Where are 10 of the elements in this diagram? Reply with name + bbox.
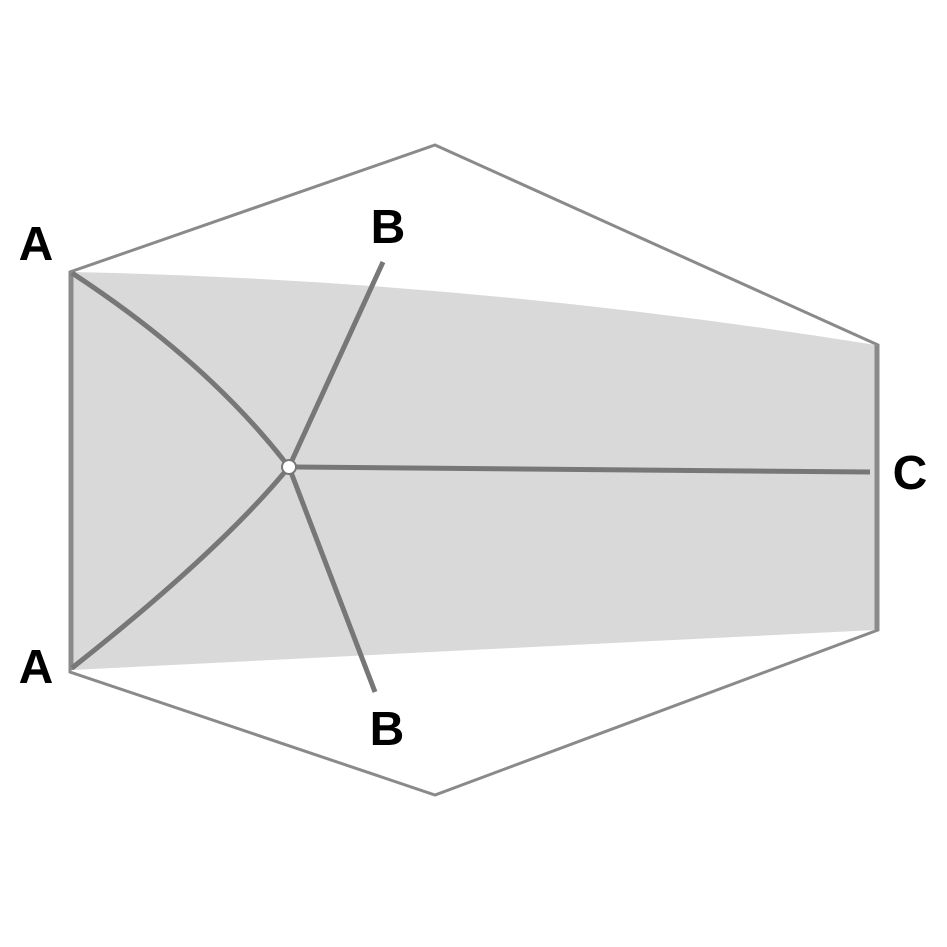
pole-line xyxy=(290,260,386,462)
pole-line xyxy=(70,470,286,670)
pole-line xyxy=(70,270,287,464)
point-label: B xyxy=(370,204,406,252)
point-label: A xyxy=(18,644,54,692)
point-label: A xyxy=(18,221,54,269)
point-label: C xyxy=(892,450,928,498)
pole-line xyxy=(296,464,870,474)
point-label: B xyxy=(370,706,404,754)
pole-line xyxy=(289,472,378,693)
